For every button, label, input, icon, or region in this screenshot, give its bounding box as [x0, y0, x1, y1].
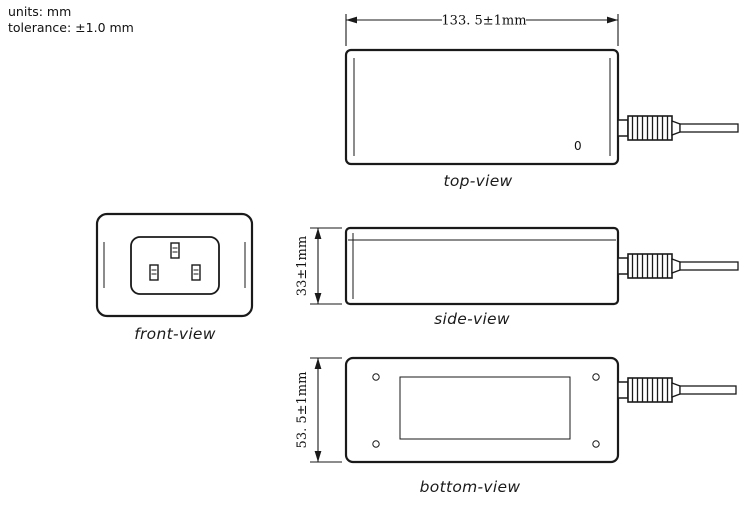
- arrowhead-down-icon: [314, 293, 322, 304]
- screw-hole: [372, 373, 380, 381]
- side-view-label: side-view: [434, 310, 510, 328]
- strain-relief: [627, 253, 673, 279]
- side-height-dimension: 33±1mm: [295, 227, 342, 305]
- depth-dimension-text: 53. 5±1mm: [295, 372, 310, 449]
- earth-pin: [170, 242, 180, 259]
- top-view-body-outline: [344, 48, 620, 166]
- units-note: units: mm: [8, 4, 72, 19]
- cable: [679, 385, 737, 395]
- neutral-pin: [191, 264, 201, 281]
- arrowhead-up-icon: [314, 228, 322, 239]
- line-pin: [149, 264, 159, 281]
- power-cord: [617, 253, 739, 279]
- bottom-view-body-outline: [344, 356, 620, 464]
- bottom-view: 53. 5±1mm bottom-view: [295, 356, 737, 496]
- strain-relief: [627, 377, 673, 403]
- arrowhead-up-icon: [314, 358, 322, 369]
- screw-hole: [592, 440, 600, 448]
- arrowhead-down-icon: [314, 451, 322, 462]
- iec-c14-inlet: [130, 236, 220, 295]
- bottom-depth-dimension: 53. 5±1mm: [295, 357, 342, 463]
- top-view: 133. 5±1mm 0 top-view: [344, 14, 739, 190]
- side-view-body-outline: [344, 226, 620, 306]
- arrowhead-right-icon: [607, 16, 618, 24]
- bottom-view-label: bottom-view: [420, 478, 521, 496]
- cord-neck: [617, 257, 629, 275]
- label-recess: [399, 376, 571, 440]
- width-dimension-text: 133. 5±1mm: [441, 14, 526, 29]
- front-view-label: front-view: [134, 325, 216, 343]
- cord-neck: [617, 381, 629, 399]
- strain-relief: [627, 115, 673, 141]
- arrowhead-left-icon: [346, 16, 357, 24]
- cord-taper: [671, 258, 681, 274]
- cord-taper: [671, 120, 681, 136]
- cord-neck: [617, 119, 629, 137]
- cord-taper: [671, 382, 681, 398]
- drawing-notes: units: mm tolerance: ±1.0 mm: [8, 4, 134, 36]
- tolerance-note: tolerance: ±1.0 mm: [8, 20, 134, 35]
- cable: [679, 123, 739, 133]
- molding-marking: 0: [574, 139, 582, 153]
- pin-blade: [149, 264, 159, 281]
- height-dimension-text: 33±1mm: [295, 236, 310, 296]
- top-width-dimension: 133. 5±1mm: [345, 14, 619, 46]
- cable: [679, 261, 739, 271]
- screw-hole: [372, 440, 380, 448]
- power-cord: [617, 115, 739, 141]
- side-view: 33±1mm side-view: [295, 226, 739, 328]
- pin-blade: [170, 242, 180, 259]
- power-cord: [617, 377, 737, 403]
- pin-blade: [191, 264, 201, 281]
- front-view: front-view: [95, 212, 254, 343]
- top-view-label: top-view: [443, 172, 512, 190]
- screw-hole: [592, 373, 600, 381]
